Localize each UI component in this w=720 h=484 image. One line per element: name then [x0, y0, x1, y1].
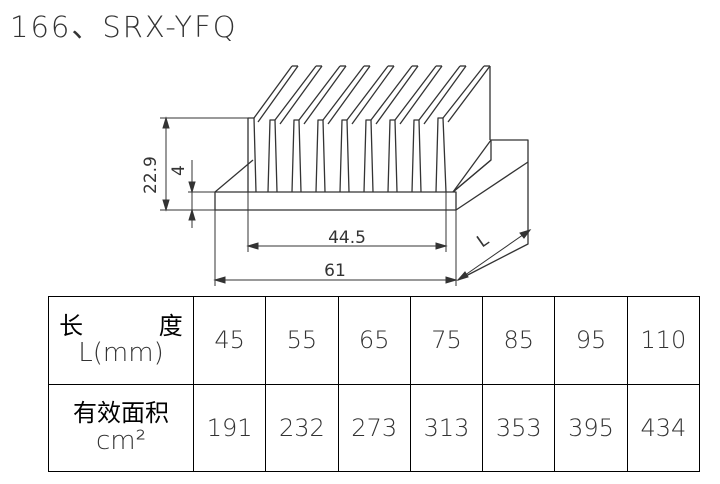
dim-length-arrow-near [456, 271, 469, 281]
length-label: 长 度 [59, 311, 217, 340]
area-cell: 313 [409, 383, 484, 472]
row-header-area: 有效面积 cm² [48, 383, 194, 472]
dim-base-label: 4 [169, 165, 189, 176]
fins-front [247, 117, 447, 193]
dim-fin-arrow-left [246, 242, 259, 250]
length-cell: 65 [337, 296, 411, 385]
area-cell: 353 [482, 383, 556, 472]
dim-length-label: L [473, 230, 493, 252]
fins-depth [253, 65, 491, 140]
area-cell: 395 [554, 383, 628, 472]
end-block-inner-edge [452, 139, 492, 193]
dim-base-arrow-top [188, 181, 196, 194]
heatsink-drawing: 22.9 4 44.5 61 L [141, 65, 532, 286]
dim-width-arrow-left [213, 276, 226, 284]
row-header-length: 长 度 L(mm) [48, 296, 194, 385]
length-cell: 55 [265, 296, 339, 385]
dim-length-arrow-far [519, 229, 532, 239]
dim-fin-span-label: 44.5 [328, 228, 366, 248]
area-label: 有效面积 [73, 399, 169, 428]
area-cell: 434 [626, 383, 701, 472]
dim-base-arrow-bottom [188, 208, 196, 221]
length-cell: 110 [626, 296, 701, 385]
area-cell: 232 [265, 383, 339, 472]
area-unit: cm² [95, 425, 147, 456]
dim-height-label: 22.9 [141, 156, 161, 194]
base-front-face [214, 191, 457, 211]
length-cell: 75 [409, 296, 484, 385]
length-cell: 95 [554, 296, 628, 385]
dim-width-label: 61 [324, 261, 346, 281]
page-title: 166、SRX-YFQ [10, 10, 238, 44]
dim-fin-arrow-right [435, 242, 448, 250]
table-row-length: 长 度 L(mm) 45 55 65 75 85 95 110 [48, 296, 701, 385]
length-cell: 45 [192, 296, 267, 385]
dim-width-arrow-right [445, 276, 458, 284]
area-cell: 191 [192, 383, 267, 472]
dim-height-arrow-bottom [162, 199, 170, 212]
length-cell: 85 [482, 296, 556, 385]
area-cell: 273 [337, 383, 411, 472]
table-row-area: 有效面积 cm² 191 232 273 313 353 395 434 [48, 383, 701, 472]
dim-height-arrow-top [162, 116, 170, 129]
dim-length-line [457, 229, 531, 281]
base-end-block [452, 139, 529, 281]
spec-table: 长 度 L(mm) 45 55 65 75 85 95 110 有效面积 cm²… [48, 296, 701, 472]
length-unit: L(mm) [78, 338, 164, 369]
base-depth-left-edge [214, 159, 254, 193]
end-block-bottom-edge [455, 161, 529, 211]
